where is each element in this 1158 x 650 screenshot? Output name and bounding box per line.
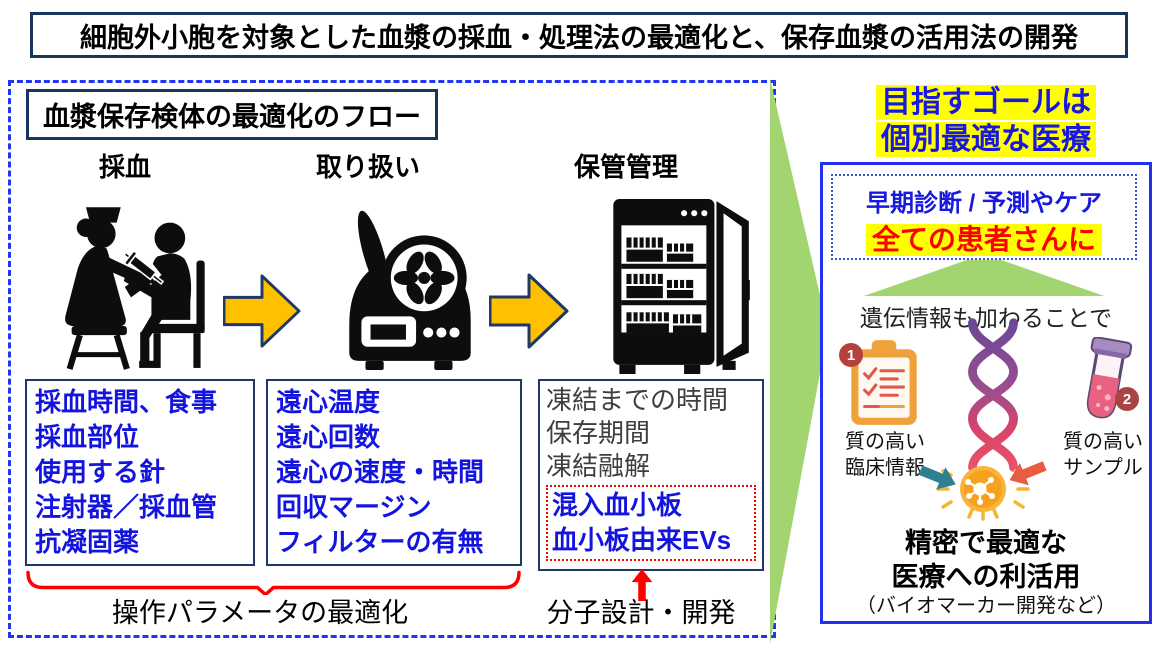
outcome-box: 早期診断 / 予測やケア 全ての患者さんに	[831, 174, 1137, 260]
param-item: 遠心回数	[276, 422, 381, 452]
param-item: 血小板由来EVs	[552, 525, 732, 555]
param-item: 使用する針	[35, 457, 166, 487]
param-item: 遠心温度	[276, 387, 381, 417]
diagnosis-text: 早期診断 / 予測やケア	[865, 190, 1102, 217]
blood-draw-icon	[65, 207, 205, 370]
result-line-3: （バイオマーカー開発など）	[856, 595, 1116, 617]
result-line-2: 医療への利活用	[891, 562, 1081, 592]
storage-params-box: 凍結までの時間 保存期間 凍結融解 混入血小板 血小板由来EVs	[538, 379, 764, 571]
step-label-handling: 取り扱い	[315, 152, 420, 182]
clipboard-icon	[851, 340, 917, 425]
param-item: 保存期間	[546, 418, 651, 448]
param-item: 遠心の速度・時間	[276, 457, 485, 487]
patients-text: 全ての患者さんに	[833, 224, 1135, 256]
brace-icon	[26, 570, 521, 595]
collection-params-box: 採血時間、食事 採血部位 使用する針 注射器／採血管 抗凝固薬	[25, 379, 255, 566]
badge-2: 2	[1115, 387, 1139, 411]
up-triangle-icon	[863, 254, 1105, 297]
result-line-1: 精密で最適な	[905, 528, 1067, 558]
flow-arrow-right-icon	[489, 273, 569, 349]
param-item: 回収マージン	[276, 492, 432, 522]
up-arrow-icon	[631, 569, 653, 601]
platelet-highlight-box: 混入血小板 血小板由来EVs	[546, 485, 756, 561]
param-item: 抗凝固薬	[35, 527, 140, 557]
badge-1: 1	[839, 343, 863, 367]
flow-heading: 血漿保存検体の最適化のフロー	[26, 89, 438, 140]
goal-headline: 目指すゴールは 個別最適な医療	[820, 84, 1152, 158]
transition-triangle-icon	[770, 78, 828, 644]
param-item: 採血時間、食事	[35, 387, 218, 417]
handling-params-box: 遠心温度 遠心回数 遠心の速度・時間 回収マージン フィルターの有無	[266, 379, 522, 566]
brace-label: 操作パラメータの最適化	[111, 598, 409, 628]
goal-panel: 早期診断 / 予測やケア 全ての患者さんに 遺伝情報も加わることで 1	[820, 162, 1152, 624]
dna-icon	[968, 318, 1018, 472]
flow-panel: 血漿保存検体の最適化のフロー 採血 取り扱い 保管管理	[8, 80, 776, 638]
test-tube-icon	[1086, 337, 1133, 419]
centrifuge-icon	[349, 210, 471, 370]
step-label-collection: 採血	[98, 152, 151, 182]
param-item: 凍結融解	[546, 451, 651, 481]
goal-line-1: 目指すゴールは	[876, 85, 1096, 120]
ev-particle-icon	[918, 461, 1047, 521]
flow-arrow-right-icon	[223, 274, 301, 348]
param-item: 注射器／採血管	[35, 492, 218, 522]
clinical-info-label: 質の高い 臨床情報	[845, 431, 925, 479]
param-item: 採血部位	[35, 422, 140, 452]
param-item: 混入血小板	[552, 490, 683, 520]
goal-line-2: 個別最適な医療	[876, 122, 1096, 157]
page-title-text: 細胞外小胞を対象とした血漿の採血・処理法の最適化と、保存血漿の活用法の開発	[80, 22, 1078, 53]
sample-label: 質の高い サンプル	[1063, 431, 1143, 479]
step-label-storage: 保管管理	[573, 152, 678, 182]
molecular-design-label: 分子設計・開発	[546, 598, 736, 628]
page-title: 細胞外小胞を対象とした血漿の採血・処理法の最適化と、保存血漿の活用法の開発	[30, 12, 1128, 58]
param-item: 凍結までの時間	[546, 385, 729, 415]
genetic-info-text: 遺伝情報も加わることで	[859, 305, 1113, 331]
freezer-icon	[613, 199, 750, 374]
param-item: フィルターの有無	[276, 527, 484, 557]
